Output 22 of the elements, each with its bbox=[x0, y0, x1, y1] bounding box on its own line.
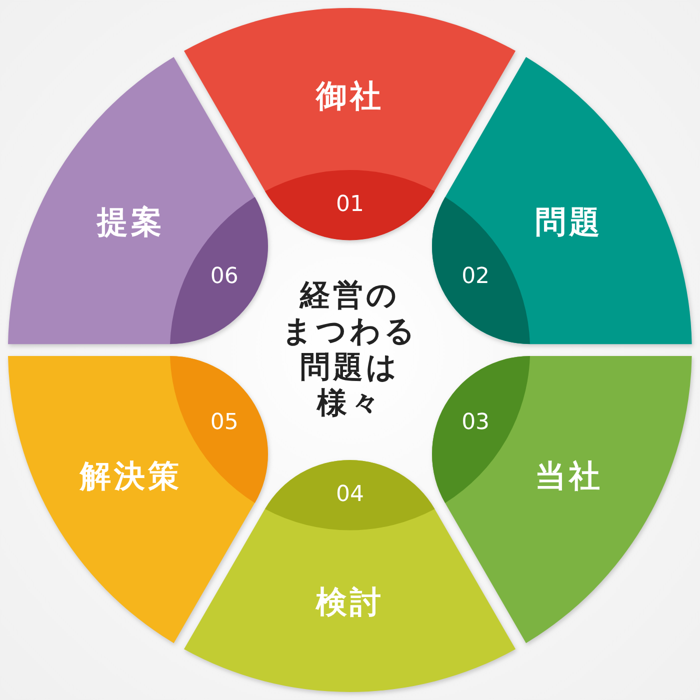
segment-label: 御社 bbox=[316, 82, 384, 112]
number-segment bbox=[432, 356, 530, 503]
number-segment bbox=[265, 460, 435, 530]
step-number: 06 bbox=[210, 266, 238, 288]
ring-segment bbox=[8, 356, 268, 644]
segment-label: 検討 bbox=[316, 588, 384, 618]
step-number: 05 bbox=[210, 412, 238, 434]
segment-label: 提案 bbox=[96, 208, 165, 239]
ring-segment bbox=[432, 56, 692, 344]
segment-label: 問題 bbox=[535, 208, 604, 239]
step-number: 04 bbox=[336, 484, 364, 506]
step-number: 01 bbox=[336, 194, 364, 216]
number-segment bbox=[432, 196, 530, 344]
center-heading: 経営のまつわる問題は様々 bbox=[282, 278, 418, 422]
step-number: 02 bbox=[462, 266, 490, 288]
number-segment bbox=[265, 170, 435, 240]
ring-segment bbox=[8, 56, 268, 344]
ring-segment bbox=[432, 356, 692, 644]
number-segment bbox=[170, 196, 268, 344]
segment-label: 当社 bbox=[535, 461, 604, 492]
step-number: 03 bbox=[462, 412, 490, 434]
segment-label: 解決策 bbox=[80, 461, 182, 492]
